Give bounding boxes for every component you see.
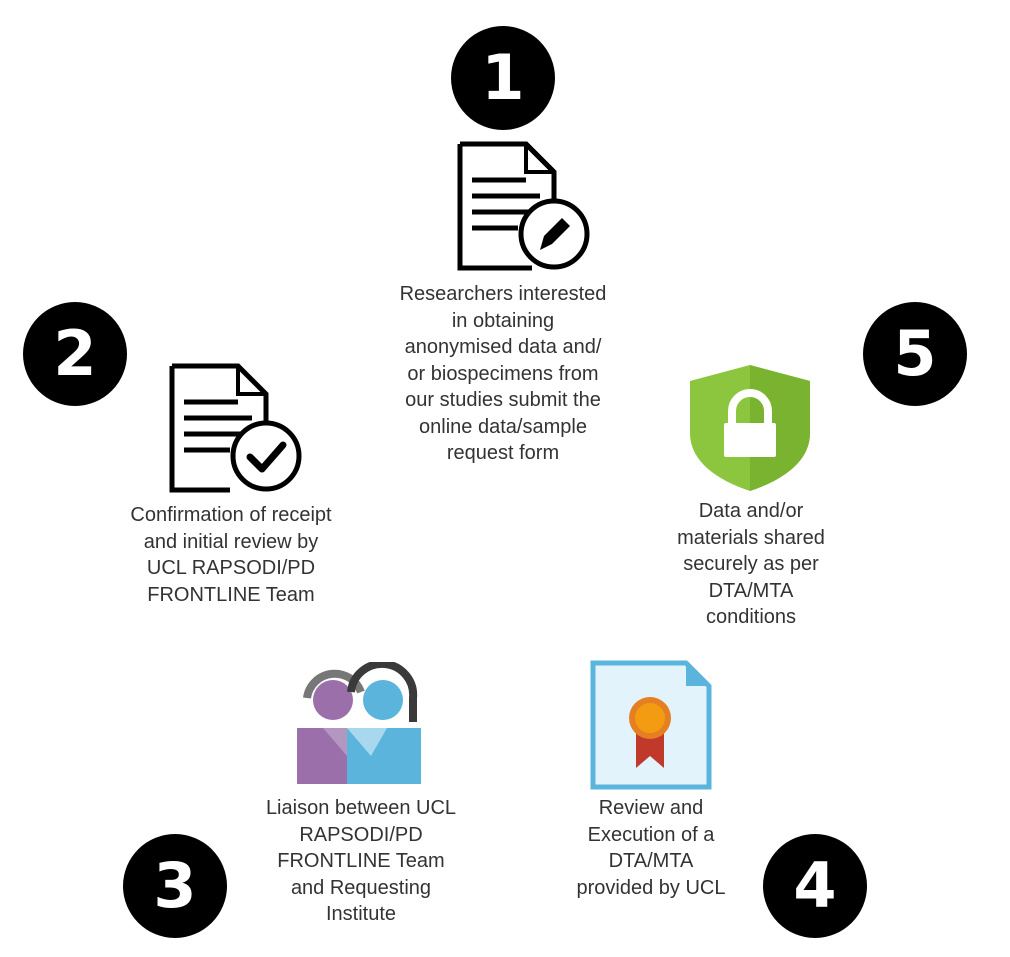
step-5-caption: Data and/or materials shared securely as… xyxy=(677,500,825,628)
step-1-number: 1 xyxy=(481,41,525,114)
certificate-ribbon-icon xyxy=(590,660,712,790)
step-3-caption: Liaison between UCL RAPSODI/PD FRONTLINE… xyxy=(265,797,457,925)
step-2-badge: 2 xyxy=(23,302,127,406)
step-5-number: 5 xyxy=(893,317,937,390)
document-edit-icon xyxy=(457,141,590,271)
security-shield-lock-icon xyxy=(690,365,810,491)
step-3-badge: 3 xyxy=(123,834,227,938)
people-liaison-icon xyxy=(297,662,421,784)
step-2-number: 2 xyxy=(53,317,97,390)
step-3-number: 3 xyxy=(153,849,197,922)
step-1-badge: 1 xyxy=(451,26,555,130)
step-1-caption: Researchers interested in obtaining anon… xyxy=(399,283,607,464)
document-check-icon xyxy=(169,363,302,493)
step-4-caption: Review and Execution of a DTA/MTA provid… xyxy=(576,797,726,899)
step-5-badge: 5 xyxy=(863,302,967,406)
step-4-number: 4 xyxy=(793,849,837,922)
step-4-badge: 4 xyxy=(763,834,867,938)
step-2-caption: Confirmation of receipt and initial revi… xyxy=(130,504,332,606)
